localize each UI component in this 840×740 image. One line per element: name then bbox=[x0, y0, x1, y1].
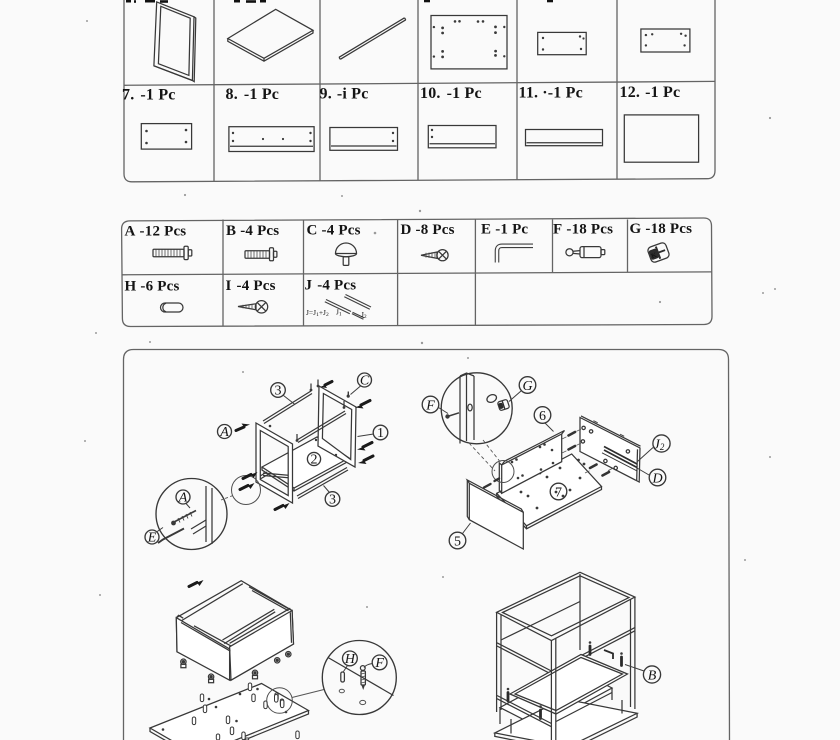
svg-text:D: D bbox=[651, 472, 662, 487]
svg-text:A: A bbox=[219, 425, 229, 440]
svg-text:G: G bbox=[522, 379, 532, 394]
svg-text:E: E bbox=[147, 531, 157, 546]
svg-text:7: 7 bbox=[555, 486, 562, 501]
svg-text:3: 3 bbox=[275, 384, 282, 399]
svg-text:E-1 Pc: E-1 Pc bbox=[481, 222, 528, 238]
svg-text:J-4 Pcs: J-4 Pcs bbox=[305, 278, 357, 294]
svg-text:J1: J1 bbox=[336, 308, 342, 318]
svg-text:F: F bbox=[425, 399, 435, 414]
svg-text:10.-1 Pc: 10.-1 Pc bbox=[420, 85, 482, 102]
svg-text:J2: J2 bbox=[654, 438, 665, 453]
svg-text:B-4 Pcs: B-4 Pcs bbox=[226, 223, 279, 239]
svg-text:8.-1 Pc: 8.-1 Pc bbox=[226, 86, 280, 103]
svg-text:2: 2 bbox=[311, 453, 318, 468]
svg-text:H: H bbox=[344, 652, 356, 667]
svg-text:J2: J2 bbox=[361, 310, 367, 320]
svg-text:A: A bbox=[178, 491, 188, 506]
svg-text:1: 1 bbox=[377, 426, 384, 441]
svg-text:I-4 Pcs: I-4 Pcs bbox=[226, 278, 276, 294]
svg-text:7.-1 Pc: 7.-1 Pc bbox=[122, 87, 176, 104]
svg-text:5: 5 bbox=[454, 535, 461, 550]
svg-text:F: F bbox=[374, 656, 384, 671]
svg-text:9.-i Pc: 9.-i Pc bbox=[320, 86, 369, 103]
svg-text:K: K bbox=[650, 251, 658, 261]
svg-text:C: C bbox=[360, 374, 370, 389]
svg-text:J=J1+J2: J=J1+J2 bbox=[306, 308, 329, 318]
svg-text:A-12 Pcs: A-12 Pcs bbox=[125, 224, 187, 240]
svg-text:C-4 Pcs: C-4 Pcs bbox=[307, 223, 361, 239]
svg-text:3: 3 bbox=[329, 493, 336, 508]
svg-text:B: B bbox=[648, 669, 657, 684]
svg-text:D-8 Pcs: D-8 Pcs bbox=[401, 222, 455, 238]
svg-text:G-18 Pcs: G-18 Pcs bbox=[630, 221, 693, 237]
svg-text:H-6 Pcs: H-6 Pcs bbox=[125, 279, 180, 295]
svg-text:11.·-1 Pc: 11.·-1 Pc bbox=[519, 85, 583, 102]
svg-text:6: 6 bbox=[539, 409, 546, 424]
svg-text:F-18 Pcs: F-18 Pcs bbox=[553, 222, 613, 238]
svg-text:12.-1 Pc: 12.-1 Pc bbox=[620, 84, 681, 101]
